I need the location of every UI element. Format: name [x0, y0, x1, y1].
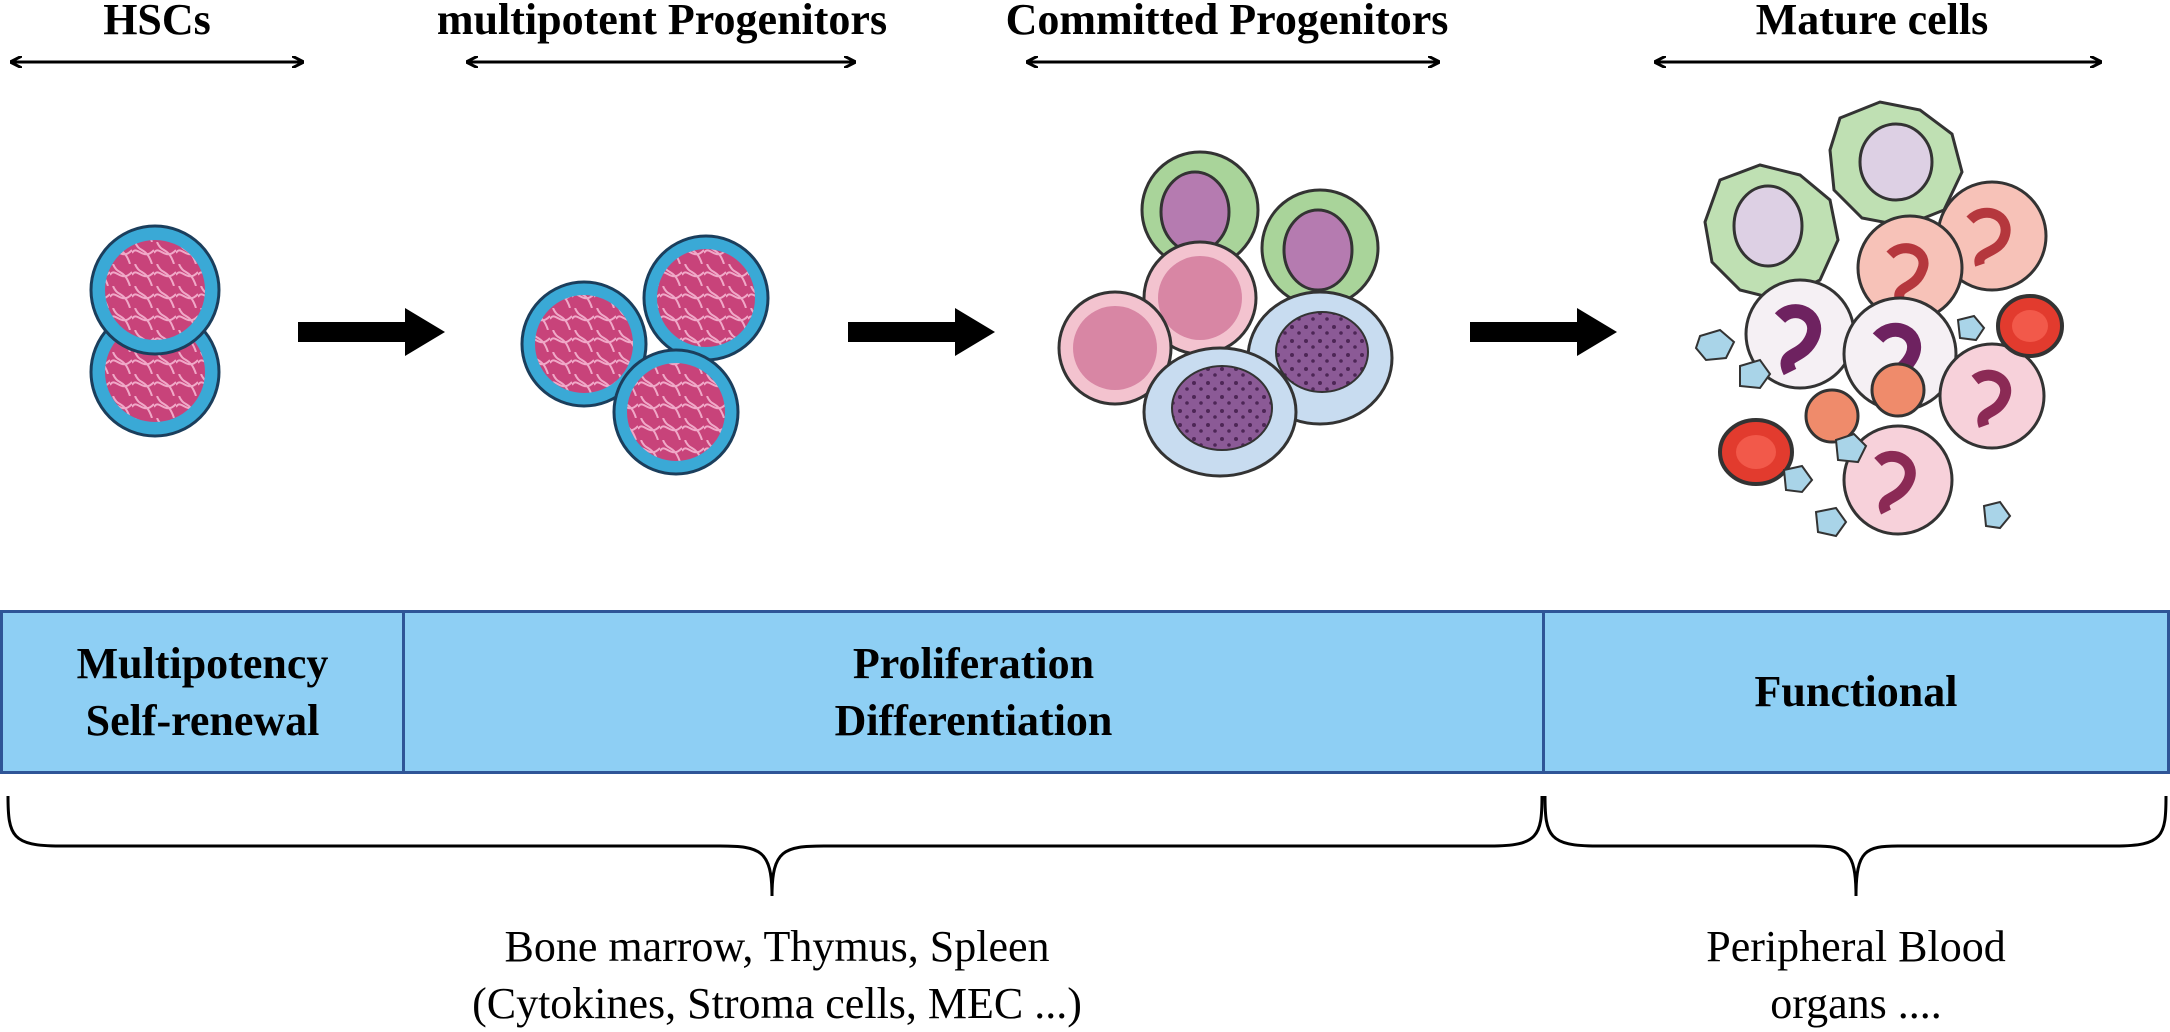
band-multipotency-line2: Self-renewal — [85, 696, 320, 745]
band-proliferation-line1: Proliferation — [852, 638, 1095, 688]
stage-label-mature-cells: Mature cells — [1755, 0, 1989, 44]
stage-label-committed-progenitors: Committed Progenitors — [1005, 0, 1449, 44]
hsc-cells-illustration — [89, 224, 221, 438]
band-functional: Functional — [1542, 610, 2170, 774]
location-bone-marrow-line2: (Cytokines, Stroma cells, MEC ...) — [472, 979, 1082, 1029]
band-proliferation-line2: Differentiation — [834, 696, 1113, 745]
brace-peripheral-blood — [1543, 795, 2168, 897]
committed-progenitor-cells-illustration — [1057, 150, 1394, 478]
multipotent-progenitor-cells-illustration — [520, 234, 770, 476]
location-bone-marrow: Bone marrow, Thymus, Spleen (Cytokines, … — [472, 918, 1082, 1032]
band-functional-line1: Functional — [1754, 667, 1958, 717]
stage-label-multipotent-progenitors: multipotent Progenitors — [436, 0, 888, 44]
brace-bone-marrow — [6, 795, 1544, 897]
flow-arrow-1 — [298, 308, 445, 356]
band-multipotency-line1: Multipotency — [76, 638, 329, 688]
flow-arrow-3 — [1470, 308, 1617, 356]
stage-label-hscs: HSCs — [103, 0, 211, 44]
location-bone-marrow-line1: Bone marrow, Thymus, Spleen — [504, 922, 1050, 971]
location-peripheral-blood: Peripheral Blood organs .... — [1706, 918, 2005, 1032]
mature-cells-illustration — [1694, 100, 2064, 538]
flow-arrow-2 — [848, 308, 995, 356]
location-peripheral-blood-line2: organs .... — [1770, 979, 1942, 1029]
location-peripheral-blood-line1: Peripheral Blood — [1706, 922, 2006, 971]
